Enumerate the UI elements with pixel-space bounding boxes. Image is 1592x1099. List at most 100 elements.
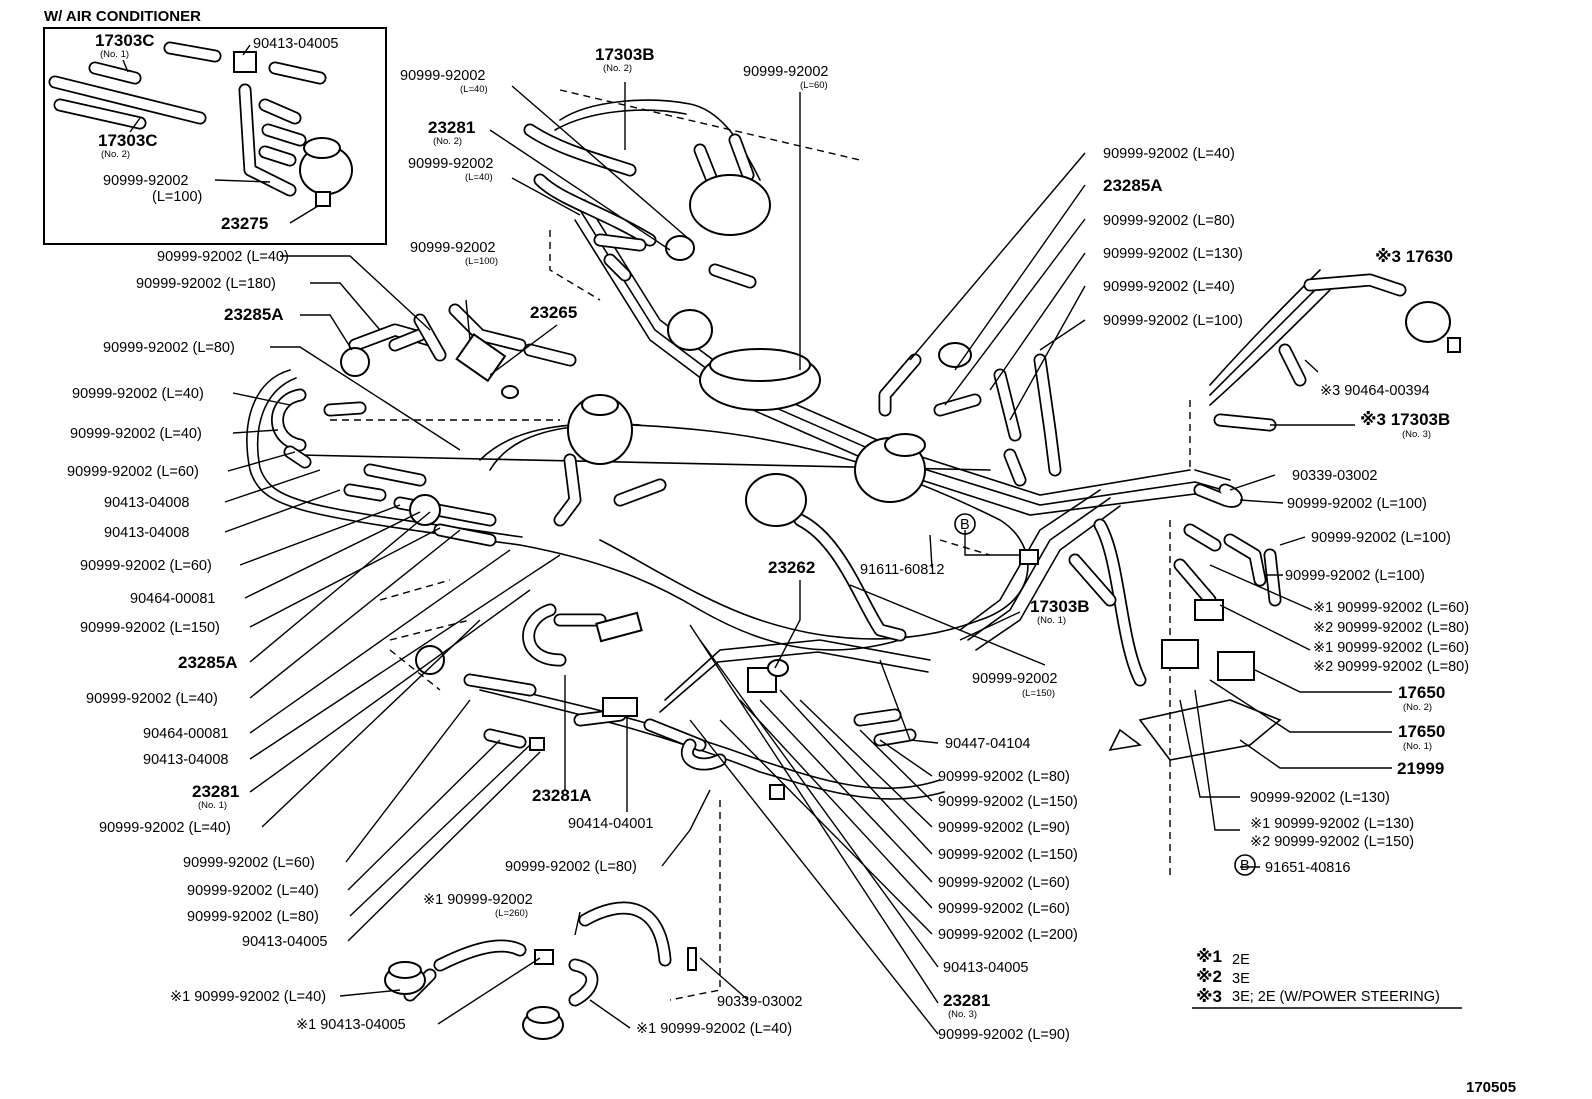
part-label: 90999-92002 (L=60) <box>938 901 1070 917</box>
actuator-icon <box>745 473 807 527</box>
sensor-icon <box>455 332 507 383</box>
inset-title: W/ AIR CONDITIONER <box>44 8 201 25</box>
part-label: 90999-92002 (L=100) <box>1287 496 1427 512</box>
part-label: ※2 90999-92002 (L=80) <box>1313 659 1469 675</box>
legend-mark: ※1 <box>1196 947 1222 966</box>
svg-text:(No. 2): (No. 2) <box>1403 702 1432 713</box>
part-label: 90999-92002 (L=40) <box>86 691 218 707</box>
part-label: 90339-03002 <box>1292 468 1377 484</box>
part-label: ※1 90999-92002 (L=40) <box>636 1021 792 1037</box>
part-label: 90999-92002 (L=40) <box>70 426 202 442</box>
part-label: 90447-04104 <box>945 736 1030 752</box>
part-label: 17650 <box>1398 683 1445 702</box>
part-label: 90999-92002 (L=80) <box>505 859 637 875</box>
inset-valve-label: 23275 <box>221 214 268 233</box>
vsv-icon <box>1405 301 1451 343</box>
leader-lines <box>224 82 1392 1035</box>
part-label: 90999-92002 (L=100) <box>1285 568 1425 584</box>
part-label: 90999-92002 (L=80) <box>103 340 235 356</box>
svg-text:(L=60): (L=60) <box>800 80 828 91</box>
part-label: 90999-92002 (L=130) <box>1103 246 1243 262</box>
part-label: 90999-92002 (L=80) <box>938 769 1070 785</box>
part-label: ※2 90999-92002 (L=150) <box>1250 834 1414 850</box>
part-label: 90999-92002 (L=150) <box>80 620 220 636</box>
inset-clip-icon <box>233 51 257 73</box>
legend-mark: ※2 <box>1196 967 1222 986</box>
part-label: 90999-92002 <box>743 64 828 80</box>
figure-number: 170505 <box>1466 1079 1516 1096</box>
part-label: 90414-04001 <box>568 816 653 832</box>
legend-text: 3E <box>1232 971 1250 987</box>
svg-text:(No. 1): (No. 1) <box>100 49 129 60</box>
part-label: 23281 <box>943 991 990 1010</box>
part-label: 17303B <box>1030 597 1090 616</box>
svg-text:(L=260): (L=260) <box>495 908 528 919</box>
inset-17303c-no1-label: 17303C <box>95 31 155 50</box>
legend-mark: ※3 <box>1196 987 1222 1006</box>
part-label: 23285A <box>224 305 284 324</box>
part-label: 90999-92002 (L=60) <box>67 464 199 480</box>
svg-text:(No. 1): (No. 1) <box>1037 615 1066 626</box>
svg-text:(No. 1): (No. 1) <box>198 800 227 811</box>
part-label: 90999-92002 <box>408 156 493 172</box>
inset-clip-label: 90413-04005 <box>253 36 338 52</box>
check-valve-icon <box>938 342 972 368</box>
part-label: 90999-92002 (L=90) <box>938 820 1070 836</box>
svg-text:(No. 1): (No. 1) <box>1403 741 1432 752</box>
part-label: 21999 <box>1397 759 1444 778</box>
part-label: 90999-92002 (L=40) <box>1103 279 1235 295</box>
part-label: ※1 90413-04005 <box>296 1017 406 1033</box>
part-label: 90999-92002 (L=100) <box>1311 530 1451 546</box>
part-label: ※1 90999-92002 (L=40) <box>170 989 326 1005</box>
part-label: 90464-00081 <box>143 726 228 742</box>
inset-frame <box>43 27 387 245</box>
b-marker-icon <box>954 513 976 535</box>
part-label: ※1 90999-92002 (L=130) <box>1250 816 1414 832</box>
part-label: 90999-92002 (L=40) <box>99 820 231 836</box>
part-label: 90413-04005 <box>242 934 327 950</box>
canister-icon <box>689 174 771 236</box>
svg-text:(No. 3): (No. 3) <box>948 1009 977 1020</box>
part-label: 90999-92002 (L=130) <box>1250 790 1390 806</box>
part-label: 90999-92002 <box>972 671 1057 687</box>
connector-icon <box>534 949 554 965</box>
inset-hoses <box>48 41 327 197</box>
part-label: ※3 17630 <box>1375 247 1453 266</box>
part-label: ※3 90464-00394 <box>1320 383 1430 399</box>
part-label: 91611-60812 <box>860 562 944 578</box>
part-label: ※3 17303B <box>1360 410 1450 429</box>
part-label: 90999-92002 (L=80) <box>1103 213 1235 229</box>
vsv-icon <box>747 667 777 693</box>
valve-icon <box>595 611 643 643</box>
inset-17303c-no2-label: 17303C <box>98 131 158 150</box>
part-label: 17303B <box>595 45 655 64</box>
part-label: 90999-92002 (L=150) <box>938 847 1078 863</box>
part-label: ※1 90999-92002 (L=60) <box>1313 640 1469 656</box>
part-label: 90999-92002 (L=40) <box>72 386 204 402</box>
part-label: 23285A <box>1103 176 1163 195</box>
part-label: 90999-92002 (L=150) <box>938 794 1078 810</box>
part-label: 23265 <box>530 303 577 322</box>
check-valve-icon <box>340 347 370 377</box>
part-label: 90339-03002 <box>717 994 802 1010</box>
legend: ※1 2E ※2 3E ※3 3E; 2E (W/POWER STEERING) <box>1192 947 1462 1009</box>
part-label: 90999-92002 (L=80) <box>187 909 319 925</box>
svg-text:(L=100): (L=100) <box>465 256 498 267</box>
part-label: 90999-92002 (L=100) <box>1103 313 1243 329</box>
svg-text:(L=100): (L=100) <box>152 189 202 205</box>
part-label: 91651-40816 <box>1265 860 1350 876</box>
b-marker-icon <box>1234 854 1256 876</box>
part-label: 90413-04008 <box>104 525 189 541</box>
part-label: 90999-92002 <box>410 240 495 256</box>
svg-text:(No. 2): (No. 2) <box>433 136 462 147</box>
part-label: 23281 <box>428 118 475 137</box>
part-label: 90999-92002 (L=60) <box>80 558 212 574</box>
vsv-icon <box>1217 651 1255 681</box>
part-label: ※1 90999-92002 <box>423 892 533 908</box>
svg-text:B: B <box>1240 858 1250 874</box>
part-label: 90413-04008 <box>143 752 228 768</box>
svg-text:B: B <box>960 517 970 533</box>
part-label: 23281A <box>532 786 592 805</box>
svg-text:(L=150): (L=150) <box>1022 688 1055 699</box>
